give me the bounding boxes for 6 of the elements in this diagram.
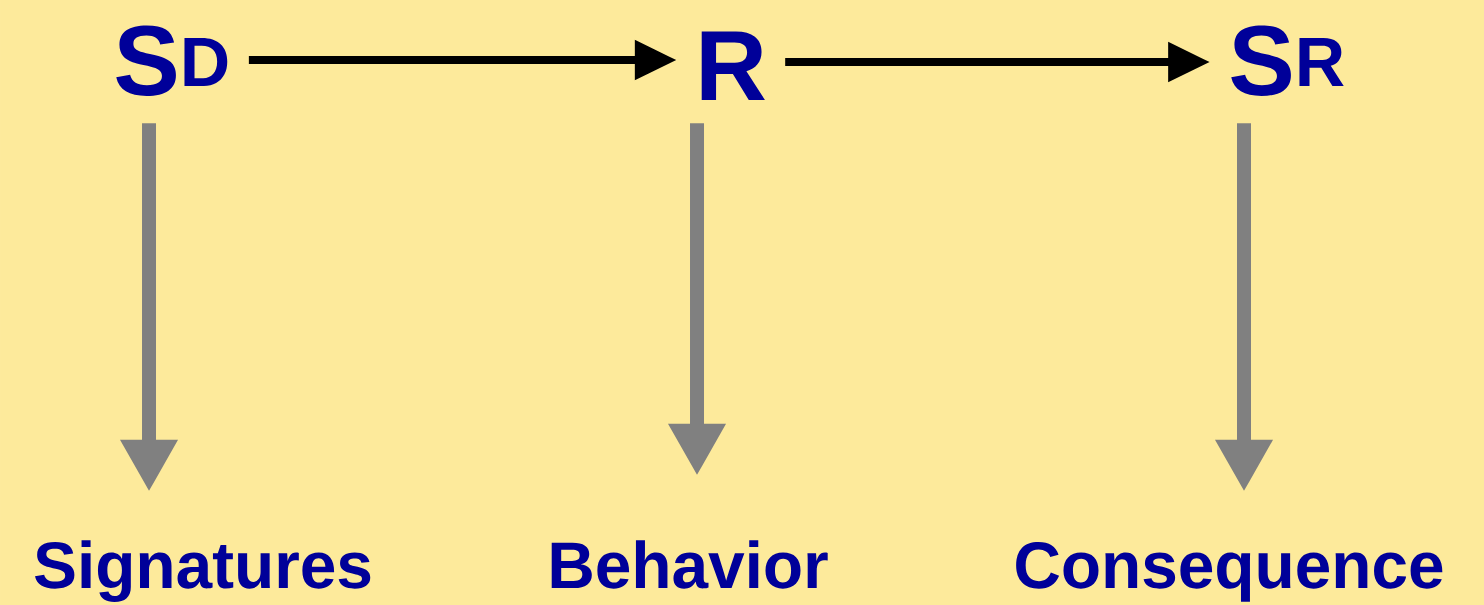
symbol-label: S$^{D}$ [116,25,228,96]
term-label: Behavior [551,540,828,589]
symbol-label: S$^{R}$ [1231,25,1344,96]
symbol-label: R [701,31,765,100]
term-label: Consequence [1016,542,1443,602]
term-label: Signatures [35,540,371,602]
